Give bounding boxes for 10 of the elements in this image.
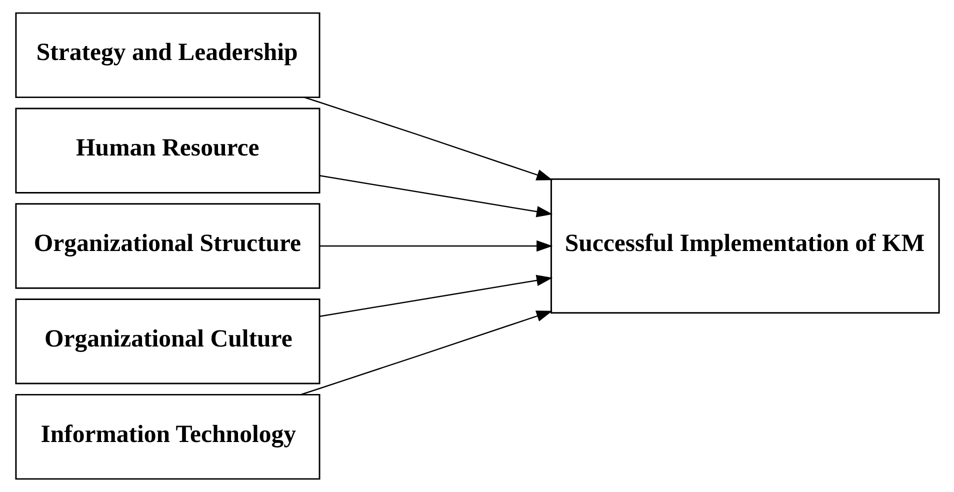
arrow <box>319 240 552 252</box>
node-box: Information Technology <box>14 394 320 480</box>
arrow <box>319 274 552 318</box>
node-box: Human Resource <box>14 108 320 194</box>
arrow <box>304 96 552 180</box>
node-box: Organizational Structure <box>14 203 320 289</box>
node-box: Successful Implementation of KM <box>550 178 940 314</box>
node-box: Strategy and Leadership <box>14 12 320 98</box>
node-box: Organizational Culture <box>14 298 320 384</box>
arrow <box>319 174 552 218</box>
